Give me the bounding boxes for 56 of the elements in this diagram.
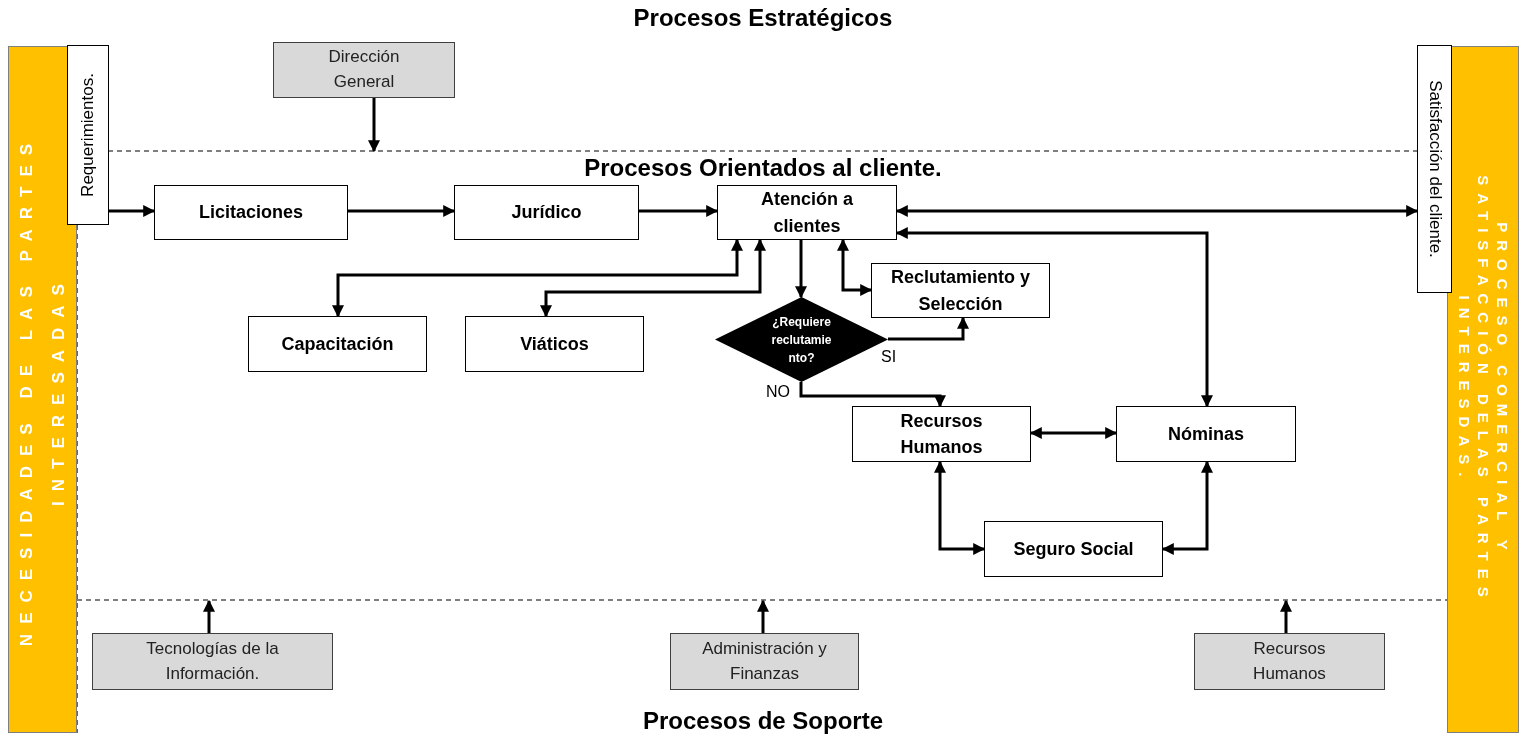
process-label: Jurídico — [511, 201, 582, 225]
process-label: Nóminas — [1168, 422, 1244, 446]
process-label: Dirección General — [327, 46, 401, 93]
section-heading: Procesos de Soporte — [641, 707, 885, 735]
process-box — [871, 263, 1050, 318]
decision-label: ¿Requiere reclutamiento? — [770, 313, 833, 367]
arrow — [203, 599, 215, 633]
process-box — [717, 185, 897, 240]
arrow — [799, 382, 946, 408]
process-box — [454, 185, 639, 240]
arrow — [888, 316, 969, 341]
arrow — [639, 205, 719, 217]
arrow — [368, 98, 380, 153]
input-output-box — [67, 45, 109, 225]
process-box — [1116, 406, 1296, 462]
process-label: Viáticos — [520, 332, 589, 356]
process-box — [984, 521, 1163, 577]
arrow — [757, 599, 769, 633]
arrow — [795, 240, 807, 299]
process-label: Tecnologías de la Información. — [145, 637, 280, 685]
arrow — [895, 205, 1419, 217]
arrow — [1280, 599, 1292, 633]
process-label: Satisfacción del cliente. — [1424, 80, 1445, 258]
process-label: Licitaciones — [198, 201, 303, 225]
side-band — [8, 46, 77, 733]
support-process-box — [92, 633, 333, 690]
band-label: PROCESO COMERCIAL Y SATISFACCIÓN DELAS PARTES INTERESDAS. — [1454, 173, 1512, 607]
section-heading: Procesos Orientados al cliente. — [583, 154, 943, 182]
support-process-box — [1194, 633, 1385, 690]
arrow — [837, 238, 873, 296]
process-label: Requerimientos. — [78, 73, 98, 197]
arrow — [332, 238, 743, 318]
arrow — [895, 227, 1213, 408]
arrow — [348, 205, 456, 217]
title: Procesos Estratégicos — [632, 4, 894, 32]
input-output-box — [1417, 45, 1452, 293]
process-label: Recursos Humanos — [1252, 637, 1327, 685]
process-box — [852, 406, 1031, 462]
arrow — [1029, 427, 1118, 439]
arrow — [109, 205, 156, 217]
process-label: Atención a clientes — [760, 188, 854, 238]
arrow — [1161, 460, 1213, 555]
process-label: Capacitación — [281, 332, 394, 356]
process-label: Recursos Humanos — [899, 409, 984, 459]
process-box — [154, 185, 348, 240]
band-label: NECESIDADES DE LAS PARTES INTERESADAS — [15, 132, 69, 648]
process-box — [465, 316, 644, 372]
side-band — [1447, 46, 1519, 733]
support-process-box — [670, 633, 859, 690]
process-label: Seguro Social — [1013, 537, 1134, 561]
process-box — [248, 316, 427, 372]
process-label: Reclutamiento y Selección — [889, 266, 1031, 316]
arrow — [934, 460, 986, 555]
process-label: Administración y Finanzas — [701, 637, 828, 685]
support-process-box — [273, 42, 455, 98]
arrow — [540, 238, 766, 318]
